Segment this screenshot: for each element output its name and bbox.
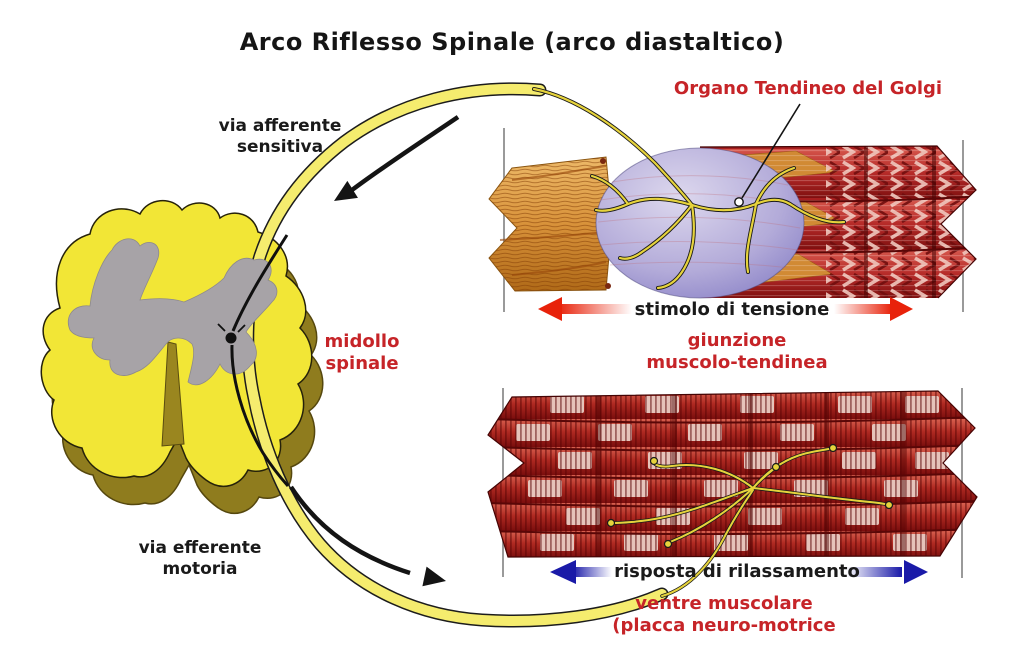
muscle-belly-label-line1: ventre muscolare: [635, 593, 813, 614]
afferent-path-label: via afferente sensitiva: [219, 116, 342, 158]
anterior-fissure: [161, 341, 185, 447]
tendon-illustration: [488, 156, 613, 292]
relaxation-arrow-right: [846, 560, 928, 584]
synapse-dot: [225, 332, 237, 344]
golgi-target-circle: [734, 197, 744, 207]
golgi-nerve-branches: [532, 87, 846, 290]
relaxation-arrow-left: [550, 560, 612, 584]
tension-stimulus-label: stimolo di tensione: [634, 299, 830, 320]
muscle-belly-label-line2: (placca neuro-motrice: [612, 615, 836, 636]
relaxation-response-label: risposta di rilassamento: [614, 561, 860, 582]
efferent-label-line1: via efferente: [138, 538, 262, 558]
muscle-belly-illustration: [487, 390, 978, 558]
spinal-cord-label-line1: midollo: [324, 331, 400, 352]
gray-matter: [67, 238, 278, 386]
golgi-pointer-line: [741, 103, 801, 199]
junction-label: giunzione muscolo-tendinea: [646, 330, 827, 374]
spinal-cord-label: midollo spinale: [325, 331, 400, 375]
reflex-arc-band: [241, 82, 669, 628]
golgi-organ-label-text: Organo Tendineo del Golgi: [673, 78, 943, 99]
tension-arrow-left: [538, 297, 632, 321]
efferent-path-label: via efferente motoria: [139, 538, 262, 580]
tension-arrow-right: [834, 297, 913, 321]
afferent-label-line2: sensitiva: [236, 137, 324, 157]
junction-label-line1: giunzione: [687, 330, 787, 351]
junction-label-line2: muscolo-tendinea: [646, 352, 828, 373]
neuron-pathway-line: [217, 234, 290, 488]
golgi-pointer: [734, 103, 801, 207]
motor-end-plate-nerve: [606, 443, 894, 598]
afferent-arrow: [334, 115, 460, 201]
efferent-label-line2: motoria: [162, 559, 238, 579]
diagram-title: Arco Riflesso Spinale (arco diastaltico): [239, 28, 785, 56]
spinal-cord-label-line2: spinale: [325, 353, 399, 374]
golgi-organ-label: Organo Tendineo del Golgi: [674, 78, 942, 100]
efferent-arrow: [289, 485, 446, 587]
golgi-capsule: [595, 147, 805, 299]
muscle-belly-label: ventre muscolare (placca neuro-motrice: [612, 593, 835, 637]
afferent-label-line1: via afferente: [218, 116, 342, 136]
